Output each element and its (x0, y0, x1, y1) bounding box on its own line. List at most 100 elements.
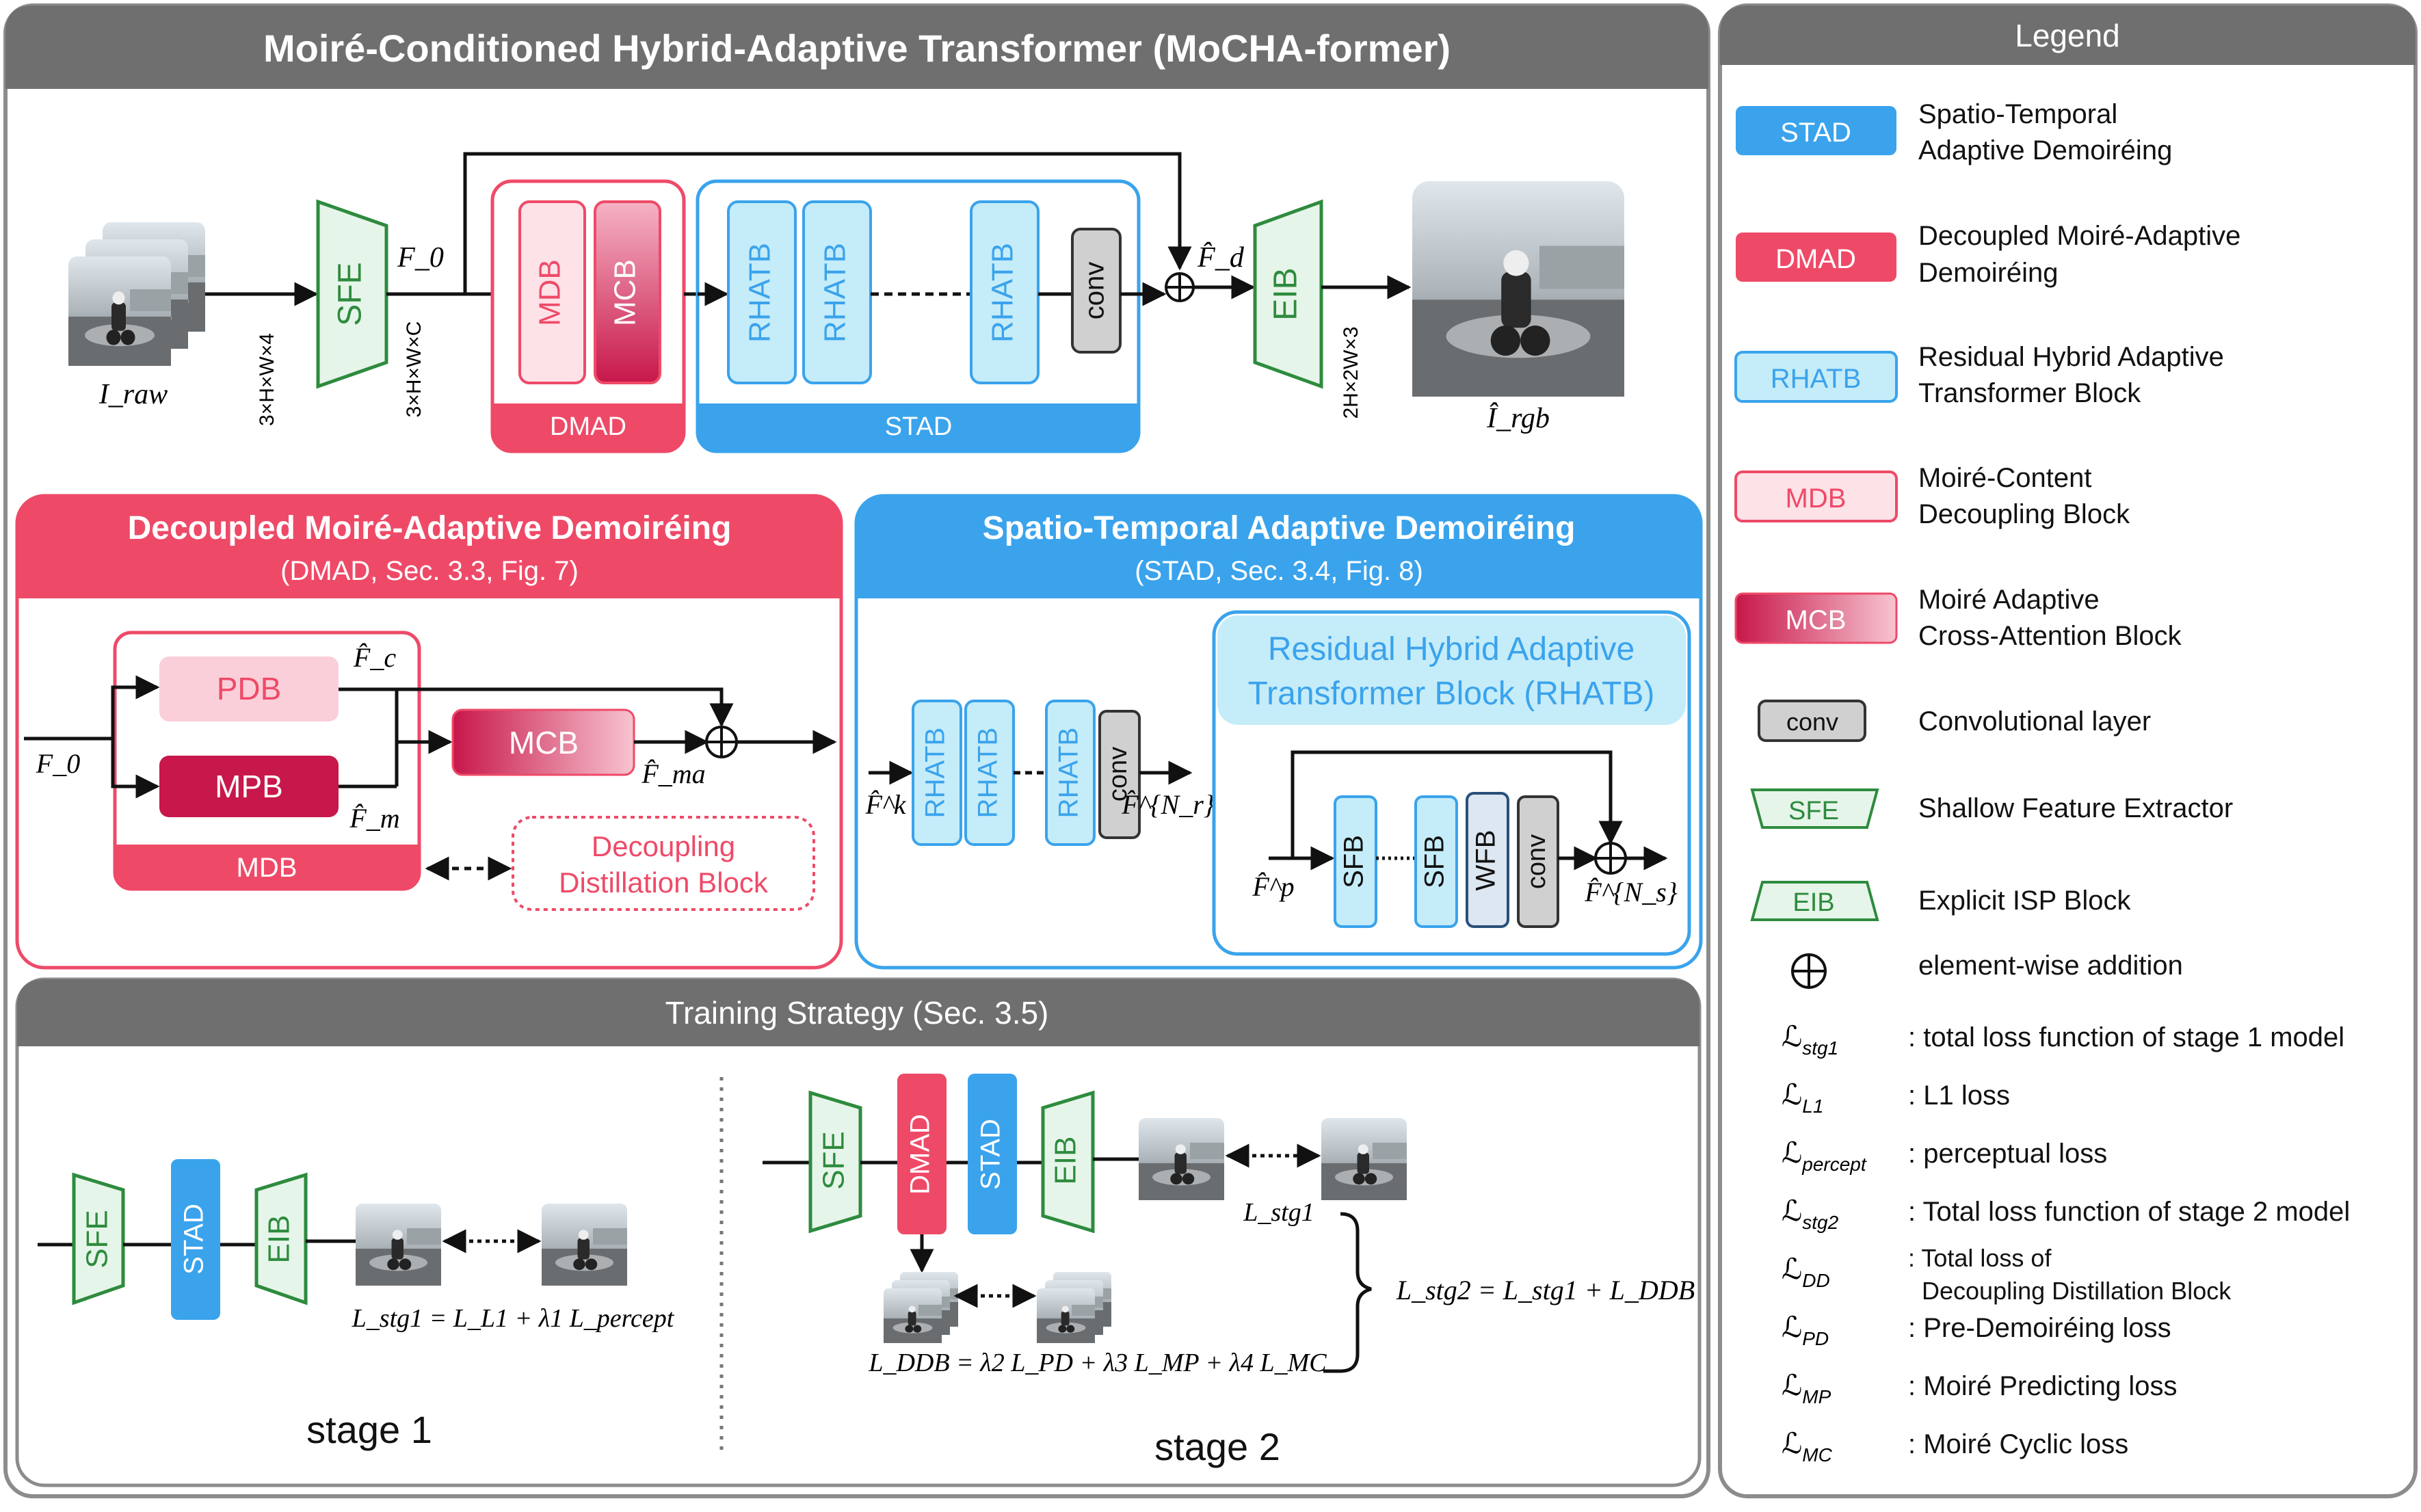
loss-desc-6: : Moiré Predicting loss (1908, 1371, 2177, 1401)
s2-sfe (808, 1090, 862, 1234)
loss-desc-4b: Decoupling Distillation Block (1922, 1277, 2232, 1305)
legend-tag-6: SFE (1788, 797, 1839, 825)
s1-stad (171, 1159, 220, 1320)
s2-dmad-label: DMAD (905, 1114, 936, 1195)
s2-ddb-targets (1037, 1272, 1111, 1343)
dmad-panel-header (17, 496, 841, 598)
legend-tag-3: MDB (1786, 483, 1847, 514)
dmad-f0: F_0 (36, 748, 80, 779)
training-title: Training Strategy (Sec. 3.5) (665, 995, 1049, 1031)
output-label: Î_rgb (1486, 402, 1550, 434)
loss-desc-7: : Moiré Cyclic loss (1908, 1429, 2128, 1459)
dmad-mdb-label: MDB (237, 853, 297, 883)
stad-panel-header (856, 496, 1701, 598)
loss-desc-5: : Pre-Demoiréing loss (1908, 1313, 2171, 1343)
conv-block (1071, 228, 1122, 354)
s1-loss: L_stg1 = L_L1 + λ1 L_percept (352, 1304, 675, 1333)
sfe-label: SFE (332, 262, 369, 326)
s2-total-loss: L_stg2 = L_stg1 + L_DDB (1396, 1275, 1695, 1305)
legend-desc-3b: Decoupling Block (1918, 499, 2130, 529)
s2-output-image (1139, 1118, 1224, 1200)
s2-dmad (897, 1074, 947, 1234)
mdb-label: MDB (533, 259, 567, 326)
legend-tag-7: EIB (1792, 888, 1834, 917)
dim-output: 2H×2W×3 (1340, 326, 1362, 419)
mpb-label: MPB (215, 769, 283, 804)
mdb-block (518, 200, 586, 384)
ddb-line1: Decoupling (592, 830, 735, 862)
loss-desc-4a: : Total loss of (1908, 1244, 2052, 1272)
dim-feature: 3×H×W×C (403, 321, 425, 418)
s2-dmad-outputs (884, 1272, 958, 1343)
s2-sfe-label: SFE (817, 1131, 851, 1190)
sfe-block (316, 199, 388, 389)
s2-stad-label: STAD (976, 1119, 1006, 1190)
ddb-block (512, 816, 815, 911)
s1-eib (254, 1172, 308, 1305)
mcb-label: MCB (609, 259, 642, 326)
sfb-label-n: SFB (1420, 835, 1450, 888)
fd-label: F̂_d (1197, 241, 1245, 274)
input-label: I_raw (98, 379, 168, 410)
dmad-mcb-label: MCB (509, 725, 579, 760)
legend-tag-4: MCB (1786, 605, 1847, 635)
fc-label: F̂_c (353, 642, 396, 673)
legend-swatch-stad (1736, 106, 1896, 155)
legend-desc-4b: Cross-Attention Block (1918, 621, 2182, 651)
rhatb-block-1 (727, 200, 797, 384)
legend-swatch-mdb (1734, 470, 1898, 522)
fnr-label: F̂^{N_r} (1121, 789, 1215, 820)
fk-label: F̂^k (864, 789, 906, 820)
legend-desc-7: Explicit ISP Block (1918, 886, 2131, 916)
stad-rhatb-1 (912, 700, 962, 846)
stad-module-label: STAD (885, 412, 953, 441)
legend-swatch-rhatb (1734, 351, 1898, 403)
legend-tag-0: STAD (1780, 118, 1851, 148)
eib-block (1253, 199, 1323, 389)
s2-eib (1041, 1090, 1095, 1234)
pdb-block (159, 656, 339, 721)
conv-label: conv (1080, 262, 1110, 320)
legend-desc-4a: Moiré Adaptive (1918, 585, 2100, 615)
legend-swatch-sfe (1750, 788, 1879, 829)
s2-loss-stg1: L_stg1 (1243, 1198, 1314, 1227)
dmad-panel-title: Decoupled Moiré-Adaptive Demoiréing (128, 510, 732, 546)
rhatb-skip (1291, 750, 1623, 858)
s1-sfe-label: SFE (81, 1210, 114, 1269)
stad-panel-title: Spatio-Temporal Adaptive Demoiréing (983, 510, 1576, 546)
loss-desc-1: : L1 loss (1908, 1080, 2010, 1111)
stage1-label: stage 1 (306, 1408, 432, 1451)
sfb-label-1: SFB (1339, 835, 1369, 888)
legend-desc-5: Convolutional layer (1918, 706, 2151, 737)
loss-desc-2: : perceptual loss (1908, 1139, 2107, 1169)
s2-eib-label: EIB (1049, 1137, 1083, 1185)
rhatb-conv-label: conv (1522, 834, 1551, 889)
dim-input: 3×H×W×4 (256, 333, 278, 426)
legend-desc-0a: Spatio-Temporal (1918, 99, 2117, 129)
stad-rhatb-label-1: RHATB (921, 728, 951, 819)
stad-rhatb-n (1045, 700, 1096, 846)
output-image (1412, 181, 1624, 397)
main-title: Moiré-Conditioned Hybrid-Adaptive Transf… (263, 27, 1451, 70)
fm-label: F̂_m (349, 803, 399, 834)
s2-gt-image (1321, 1118, 1407, 1200)
s1-output-image (356, 1204, 441, 1286)
sfb-block-n (1414, 795, 1458, 928)
stage2-label: stage 2 (1154, 1425, 1280, 1468)
s1-gt-image (542, 1204, 627, 1286)
dmad-mdb-footer (116, 845, 418, 888)
s1-sfe (72, 1172, 125, 1305)
dmad-module-footer (494, 403, 683, 450)
wfb-block (1466, 792, 1509, 928)
arrow-to-pdb (111, 675, 160, 739)
legend-desc-2b: Transformer Block (1918, 378, 2141, 408)
legend-desc-1a: Decoupled Moiré-Adaptive (1918, 221, 2240, 251)
fp-label: F̂^p (1252, 871, 1294, 902)
legend-desc-0b: Adaptive Demoiréing (1918, 135, 2172, 165)
training-header (17, 979, 1699, 1046)
dmad-module-label: DMAD (550, 412, 626, 441)
s2-stad (968, 1074, 1017, 1234)
stad-rhatb-label-2: RHATB (973, 728, 1003, 819)
